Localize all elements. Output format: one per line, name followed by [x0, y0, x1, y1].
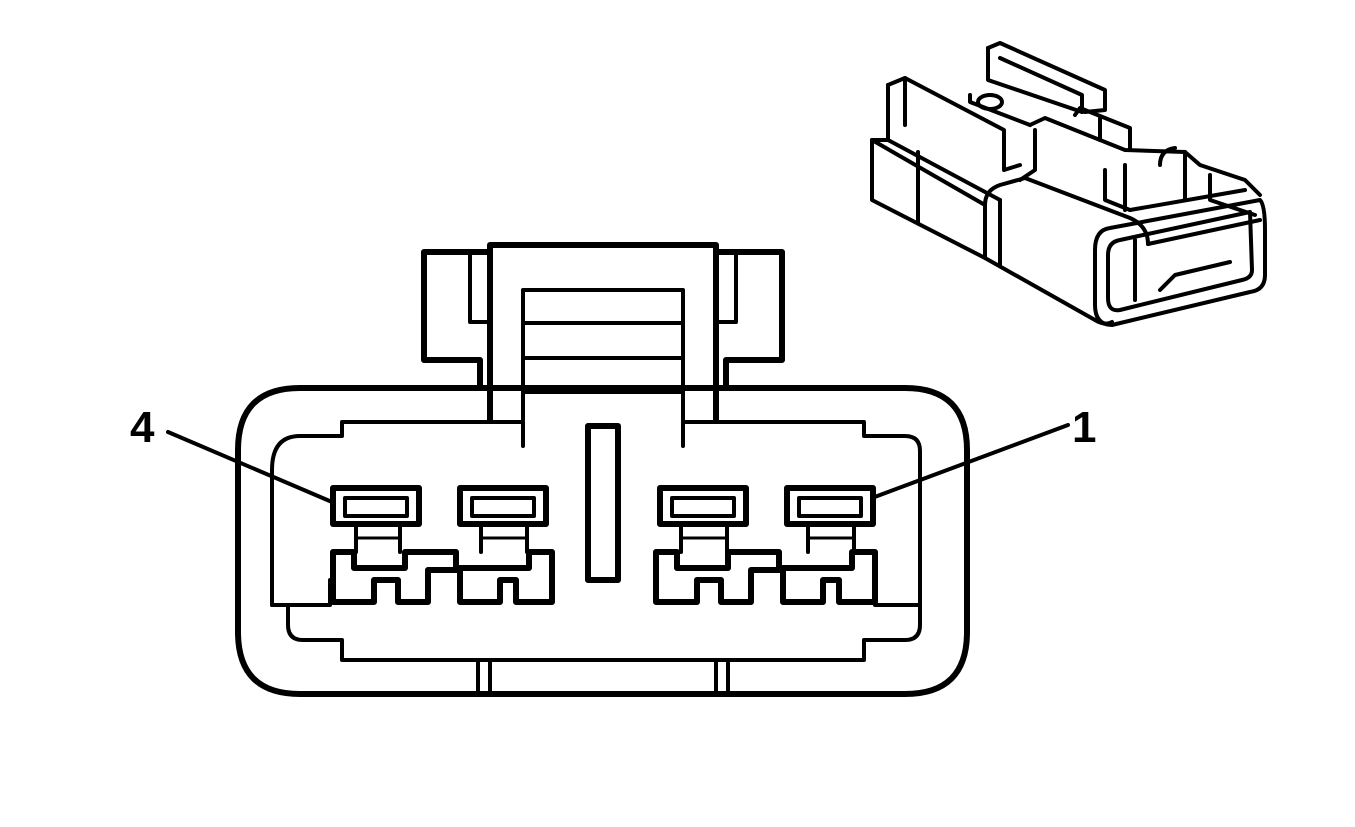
iso-latch-rail-edge: [986, 46, 1084, 114]
iso-top-tab: [886, 76, 1022, 172]
terminal-block-right: [653, 549, 878, 605]
iso-body-side: [1103, 168, 1132, 212]
pin-label-1: 1: [1072, 403, 1096, 452]
iso-front-opening: [1093, 198, 1267, 327]
iso-rear-housing: [870, 138, 987, 260]
iso-front-opening-inner: [1106, 210, 1254, 313]
pin-cavity-4: [330, 485, 422, 554]
housing-inner-outline-bottom: [286, 603, 922, 662]
iso-body-edge: [1018, 128, 1037, 182]
connector-isometric-view: [870, 41, 1267, 327]
iso-right-rail-inner: [1208, 173, 1257, 217]
iso-inner-key: [1158, 260, 1232, 292]
iso-latch-rail-inner: [998, 56, 1084, 114]
connector-face-view: 4 1: [130, 242, 1096, 697]
polarization-key: [585, 423, 621, 583]
latch-inner: [521, 288, 685, 422]
iso-shroud-bottom: [983, 203, 1114, 326]
pin-cavity-2: [657, 485, 749, 554]
latch-ear-right: [713, 249, 785, 391]
iso-right-rail: [1183, 150, 1262, 197]
iso-top-edge: [1128, 188, 1247, 212]
iso-top-edge: [1146, 218, 1262, 246]
pin-cavity-1: [784, 485, 876, 554]
iso-slot: [1073, 106, 1132, 152]
iso-latch-rail: [986, 41, 1107, 114]
iso-latch-base: [968, 93, 1032, 127]
iso-corner: [1158, 146, 1177, 167]
pin-label-4: 4: [130, 403, 155, 452]
latch-ear-left-inner: [468, 250, 492, 324]
latch-ear-left: [421, 249, 493, 391]
iso-body-top: [1028, 116, 1187, 202]
leader-line-pin-1: [870, 423, 1070, 500]
pin-cavity-3: [457, 485, 549, 554]
latch-frame: [487, 242, 719, 423]
housing-outline: [235, 385, 970, 697]
iso-latch-pin: [976, 93, 1004, 111]
leader-line-pin-4: [166, 430, 334, 504]
terminal-block-left: [330, 549, 555, 605]
latch-ear-right-inner: [714, 250, 738, 324]
